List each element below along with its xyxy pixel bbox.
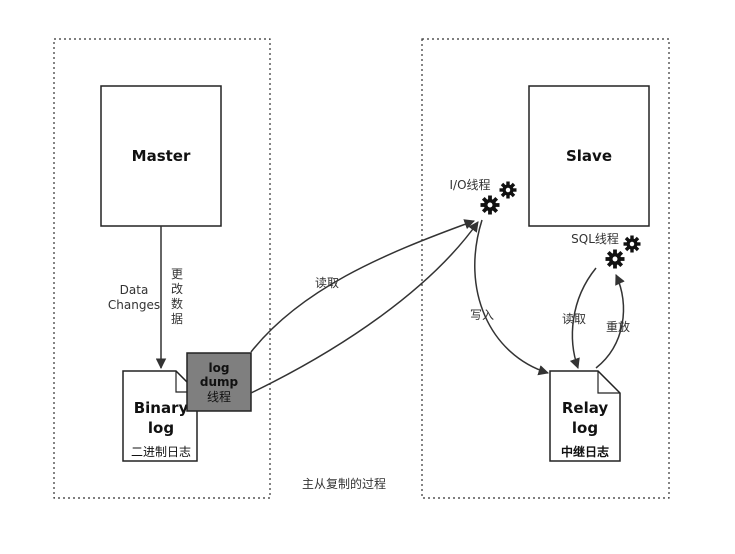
relay-log-caption: 中继日志: [561, 444, 609, 459]
replay-curve: [595, 274, 625, 369]
binary-log-caption: 二进制日志: [131, 445, 191, 459]
io-thread-gear-icon-small: [499, 181, 517, 199]
sql-read-label: 读取: [562, 312, 586, 326]
write-relay-curve: [474, 219, 550, 376]
io-thread-label: I/O线程: [449, 177, 490, 192]
sql-thread-label: SQL线程: [571, 231, 619, 246]
change-data-char-2: 改: [171, 282, 183, 296]
log-dump-line2: dump: [200, 375, 239, 389]
binary-log-title-line1: Binary: [134, 399, 189, 417]
data-changes-label-line1: Data: [120, 283, 149, 297]
write-label: 写入: [470, 308, 494, 322]
binary-log-title-line2: log: [148, 419, 174, 437]
relay-log-title-line2: log: [572, 419, 598, 437]
data-changes-label-line2: Changes: [108, 298, 160, 312]
change-data-char-4: 据: [171, 312, 183, 326]
slave-server-container: [421, 38, 670, 499]
read-label: 读取: [315, 276, 339, 290]
log-dump-line3: 线程: [207, 389, 231, 404]
master-title: Master: [132, 147, 191, 165]
sql-thread-gear-icon-large: [605, 249, 625, 269]
relay-log-title-line1: Relay: [562, 399, 609, 417]
change-data-char-1: 更: [171, 267, 183, 281]
slave-box: [528, 85, 650, 227]
dump-transfer-curve: [250, 221, 479, 394]
diagram-caption: 主从复制的过程: [302, 476, 386, 491]
read-request-curve: [250, 219, 475, 353]
log-dump-line1: log: [209, 361, 230, 375]
relay-log-fold: [597, 371, 620, 394]
binary-log-document: [122, 370, 198, 462]
change-data-char-3: 数: [171, 296, 183, 311]
sql-read-curve: [569, 267, 597, 369]
io-thread-gear-icon-large: [480, 195, 500, 215]
slave-title: Slave: [566, 147, 612, 165]
replay-label: 重放: [606, 319, 630, 334]
log-dump-thread-box: [186, 352, 252, 412]
master-server-container: [53, 38, 271, 499]
sql-thread-gear-icon-small: [623, 235, 641, 253]
